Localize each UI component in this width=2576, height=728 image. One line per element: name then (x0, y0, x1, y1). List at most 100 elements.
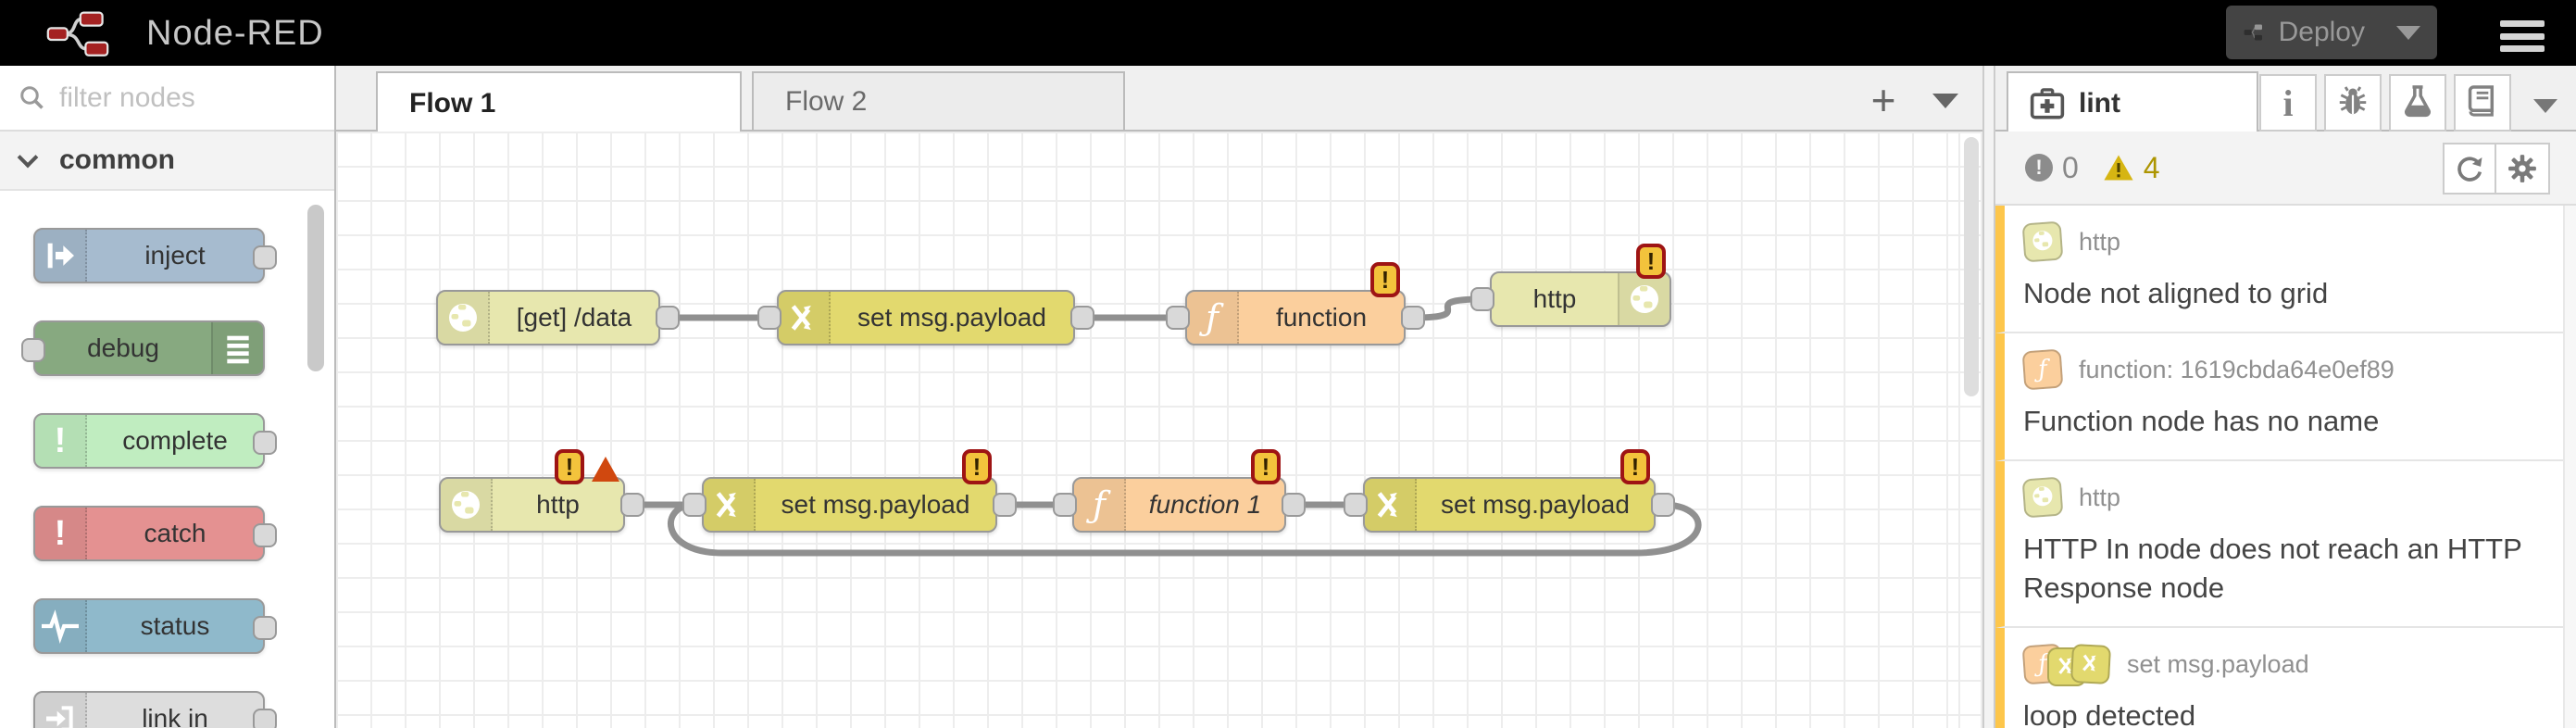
issue-node-label: function: 1619cbda64e0ef89 (2079, 355, 2395, 383)
output-port[interactable] (1651, 493, 1675, 517)
lint-settings-button[interactable] (2496, 143, 2550, 195)
node-warning-badge: ! (1251, 449, 1281, 484)
node-label: set msg.payload (857, 303, 1046, 332)
lint-issue-row[interactable]: http HTTP In node does not reach an HTTP… (1995, 461, 2563, 628)
issue-node-label: set msg.payload (2127, 649, 2309, 678)
wire[interactable] (668, 501, 1702, 557)
sidebar-scrollbar-track[interactable] (2563, 206, 2576, 728)
add-flow-button[interactable]: + (1870, 76, 1896, 124)
tab-lint[interactable]: lint (2007, 71, 2258, 133)
sidebar-tab-flask[interactable] (2389, 74, 2446, 132)
refresh-button[interactable] (2443, 143, 2496, 195)
output-port[interactable] (253, 245, 277, 270)
issue-message: Node not aligned to grid (2023, 277, 2329, 309)
input-port[interactable] (1166, 306, 1190, 330)
issue-node-label: http (2079, 483, 2121, 511)
input-port[interactable] (757, 306, 782, 330)
change-icon (779, 292, 831, 344)
globe-icon (438, 292, 490, 344)
output-port[interactable] (253, 431, 277, 455)
issue-message: HTTP In node does not reach an HTTP Resp… (2023, 533, 2522, 604)
palette-category-common[interactable]: common (0, 132, 334, 191)
info-sidebar: lint i ! 0 (1995, 66, 2576, 728)
wire[interactable] (1409, 295, 1486, 321)
sidebar-tab-info[interactable]: i (2259, 74, 2317, 132)
palette-sidebar: common inject debug !complete !catch statu… (0, 66, 336, 728)
output-port[interactable] (993, 493, 1017, 517)
palette-node-catch[interactable]: !catch (33, 506, 277, 561)
app-title: Node-RED (146, 14, 324, 53)
flow-node-http-in-http[interactable]: http (439, 477, 625, 533)
book-icon (2465, 83, 2500, 123)
sidebar-tab-book[interactable] (2454, 74, 2511, 132)
palette-node-label: complete (122, 426, 228, 455)
inject-icon (35, 230, 87, 282)
palette-scrollbar-thumb[interactable] (307, 205, 324, 371)
lint-issue-row[interactable]: ƒ function: 1619cbda64e0ef89 Function no… (1995, 333, 2563, 461)
canvas-scrollbar-track (1958, 132, 1960, 728)
node-badge-function-icon: ƒ (2021, 348, 2064, 391)
flow-node-change-set-msg-payload[interactable]: set msg.payload (1363, 477, 1656, 533)
deploy-button[interactable]: Deploy (2226, 6, 2437, 59)
palette-category-label: common (59, 144, 176, 175)
main-menu-button[interactable] (2500, 20, 2545, 52)
globe-icon (441, 479, 493, 531)
sidebar-separator[interactable] (1982, 66, 1995, 728)
filter-nodes-input[interactable] (59, 82, 291, 114)
output-port[interactable] (253, 616, 277, 640)
canvas-scrollbar-thumb[interactable] (1964, 137, 1979, 396)
change-icon (1365, 479, 1417, 531)
bug-icon (2335, 83, 2370, 123)
flow-node-change-set-msg-payload[interactable]: set msg.payload (702, 477, 997, 533)
status-icon (35, 600, 87, 652)
sidebar-tabs-caret-icon[interactable] (2533, 99, 2557, 113)
lint-toolbar-buttons (2443, 143, 2550, 195)
output-port[interactable] (1282, 493, 1306, 517)
node-label: function 1 (1148, 490, 1262, 519)
node-warning-badge: ! (1370, 262, 1400, 297)
flow-tab-1[interactable]: Flow 1 (376, 71, 742, 133)
error-count-filter[interactable]: ! 0 (2025, 151, 2079, 185)
issue-message: loop detected (2023, 699, 2196, 728)
palette-node-link-in[interactable]: link in (33, 691, 277, 728)
palette-node-complete[interactable]: !complete (33, 413, 277, 469)
flow-node-http-in--get-data[interactable]: [get] /data (436, 290, 660, 345)
flow-node-change-set-msg-payload[interactable]: set msg.payload (777, 290, 1075, 345)
output-port[interactable] (253, 709, 277, 728)
node-warning-badge: ! (1620, 449, 1650, 484)
output-port[interactable] (1070, 306, 1094, 330)
node-badge-http-icon (2021, 476, 2064, 519)
input-port[interactable] (1470, 287, 1494, 311)
input-port[interactable] (21, 338, 45, 362)
node-badge-change-icon (2070, 643, 2112, 685)
output-port[interactable] (253, 523, 277, 547)
deploy-options-caret-icon[interactable] (2396, 25, 2420, 40)
flow-list-caret-icon[interactable] (1932, 94, 1958, 108)
node-error-triangle-icon (592, 457, 619, 482)
deploy-icon (2244, 24, 2262, 41)
node-label: [get] /data (516, 303, 632, 332)
palette-node-label: inject (144, 241, 206, 270)
node-red-logo-icon (33, 7, 135, 59)
warning-count-filter[interactable]: 4 (2103, 151, 2160, 185)
palette-node-status[interactable]: status (33, 598, 277, 654)
sidebar-tab-bug[interactable] (2324, 74, 2382, 132)
palette-node-inject[interactable]: inject (33, 228, 277, 283)
input-port[interactable] (682, 493, 707, 517)
output-port[interactable] (1401, 306, 1425, 330)
function-icon: ƒ (1187, 292, 1239, 344)
output-port[interactable] (620, 493, 644, 517)
flow-node-http-response-http[interactable]: http (1490, 271, 1671, 327)
lint-issue-row[interactable]: ƒ set msg.payload loop detected (1995, 628, 2563, 728)
lint-issue-row[interactable]: http Node not aligned to grid (1995, 206, 2563, 333)
palette-item-list: inject debug !complete !catch status link … (0, 191, 334, 728)
palette-node-debug[interactable]: debug (21, 320, 265, 376)
flow-tab-2[interactable]: Flow 2 (752, 71, 1125, 132)
input-port[interactable] (1053, 493, 1077, 517)
output-port[interactable] (656, 306, 680, 330)
input-port[interactable] (1344, 493, 1368, 517)
